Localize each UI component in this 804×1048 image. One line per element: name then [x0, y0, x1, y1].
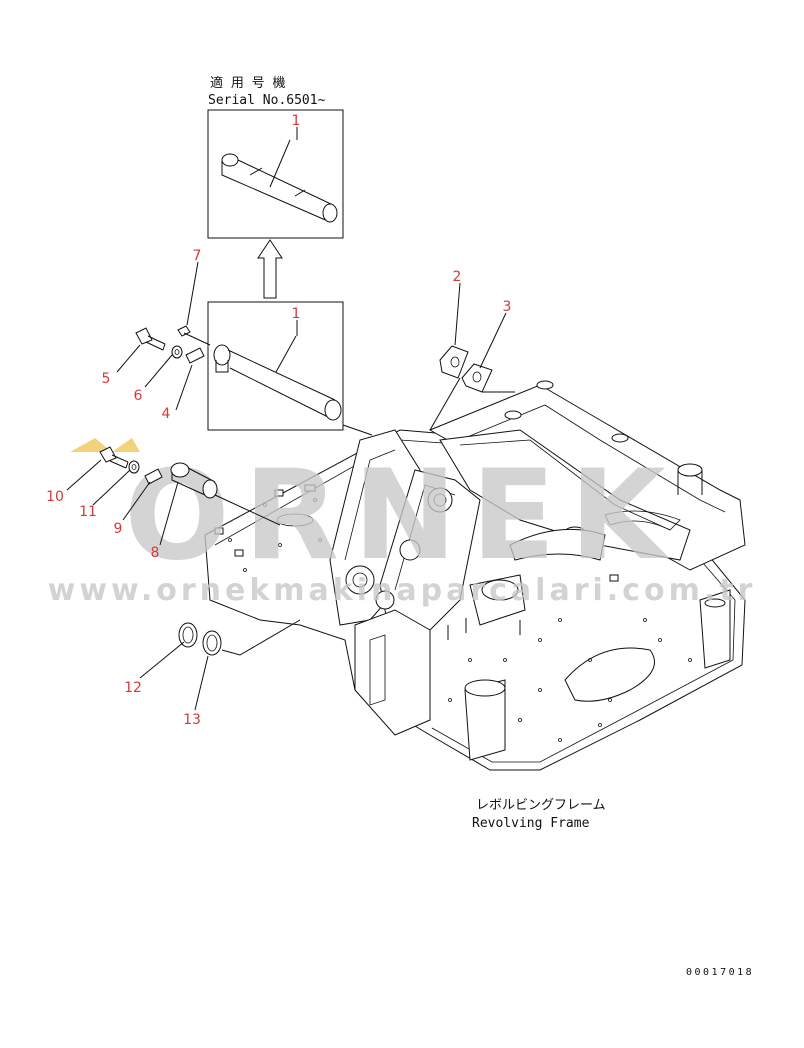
drawing-number: 00017018 [686, 967, 754, 978]
callout-leaders [66, 127, 507, 711]
detail-box-pin [207, 301, 344, 431]
part-plate-4 [185, 347, 205, 364]
watermark: ORNEK www.ornekmakinaparcalari.com.tr [48, 438, 757, 608]
part-ring-13 [202, 630, 222, 656]
part-shim-2 [439, 345, 469, 379]
callout-3: 3 [503, 299, 512, 315]
callout-7: 7 [193, 248, 202, 264]
callout-6: 6 [134, 388, 143, 404]
callout-1: 1 [292, 306, 301, 322]
callout-8: 8 [151, 545, 160, 561]
frame-label-jp: レボルビングフレーム [476, 798, 606, 813]
callout-11: 11 [79, 504, 97, 520]
watermark-accent-icon-2 [112, 438, 140, 452]
revolving-frame [204, 380, 746, 771]
part-washer-11 [128, 460, 140, 474]
callout-10: 10 [46, 489, 64, 505]
serial-note: 適 用 号 機 Serial No.6501~ [208, 75, 326, 108]
callout-2: 2 [453, 269, 462, 285]
part-pin-8 [170, 462, 281, 526]
callout-numbers: 1 1 2 3 4 5 6 7 8 9 10 11 12 13 [46, 113, 511, 728]
leader-box-to-frame [342, 424, 373, 436]
part-ring-12 [178, 622, 198, 648]
callout-4: 4 [162, 406, 171, 422]
callout-9: 9 [114, 521, 123, 537]
part-bolt-7 [177, 325, 211, 346]
part-bolt-10 [99, 446, 129, 469]
part-washer-6 [171, 345, 183, 359]
watermark-accent-icon [70, 438, 112, 452]
callout-13: 13 [183, 712, 201, 728]
leader-rings [221, 619, 301, 656]
detail-box-new-pin [207, 109, 344, 239]
part-shim-3 [461, 363, 493, 393]
frame-label-en: Revolving Frame [472, 816, 590, 831]
part-bolt-5 [135, 327, 166, 351]
callout-5: 5 [102, 371, 111, 387]
frame-label: レボルビングフレーム Revolving Frame [472, 798, 606, 831]
watermark-brand: ORNEK [124, 444, 679, 588]
upgrade-arrow-icon [257, 239, 283, 299]
serial-note-en: Serial No.6501~ [208, 93, 326, 108]
serial-note-jp: 適 用 号 機 [210, 75, 285, 91]
callout-1-top: 1 [292, 113, 301, 129]
callout-12: 12 [124, 680, 142, 696]
watermark-url: www.ornekmakinaparcalari.com.tr [48, 573, 757, 608]
part-plate-9 [144, 468, 163, 485]
leader-shims [429, 377, 515, 431]
